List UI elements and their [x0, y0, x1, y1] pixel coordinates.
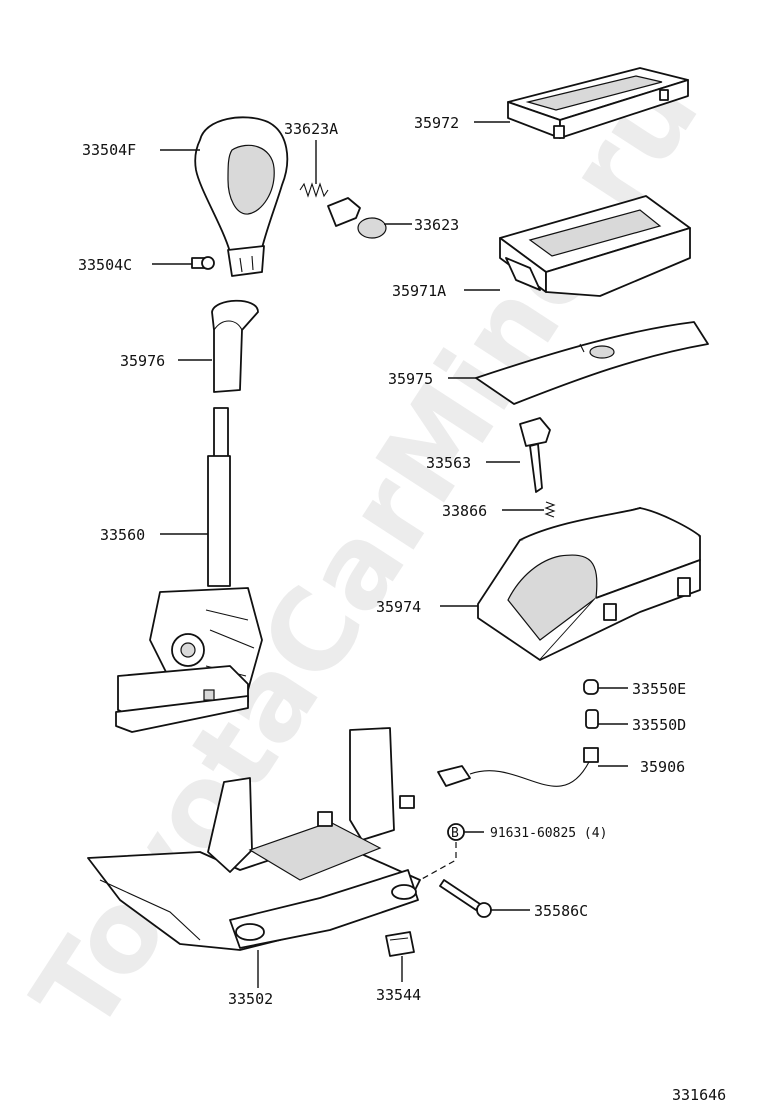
screw-drawing [191, 256, 215, 270]
diagram-number: 331646 [672, 1086, 726, 1104]
label-33560: 33560 [100, 526, 145, 544]
label-35976: 35976 [120, 352, 165, 370]
label-35975: 35975 [388, 370, 433, 388]
bulb-drawing [583, 679, 599, 729]
label-33550E: 33550E [632, 680, 686, 698]
label-33563: 33563 [426, 454, 471, 472]
label-35974: 35974 [376, 598, 421, 616]
indicator-plate-drawing [507, 67, 689, 139]
label-35971A: 35971A [392, 282, 446, 300]
harness-drawing [437, 747, 599, 787]
label-35586C: 35586C [534, 902, 588, 920]
nut-drawing [385, 931, 415, 957]
bolt-symbol-letter: B [451, 826, 459, 841]
shift-lever-drawing [115, 407, 263, 733]
button-spring-drawing [299, 182, 387, 239]
shift-base-drawing [87, 727, 421, 951]
label-33504F: 33504F [82, 141, 136, 159]
dust-cover-drawing [475, 321, 709, 405]
part-labels: 33504F 33623A 33623 33504C 35976 33560 3… [78, 114, 726, 1104]
pin-spring-drawing [544, 501, 556, 518]
label-33504C: 33504C [78, 256, 132, 274]
label-33866: 33866 [442, 502, 487, 520]
leader-lines [152, 121, 628, 988]
label-33623A: 33623A [284, 120, 338, 138]
pin-35586C-drawing [439, 879, 492, 918]
bolt-symbol: B [447, 823, 465, 841]
shift-knob-drawing [194, 116, 289, 277]
label-35972: 35972 [414, 114, 459, 132]
lock-pin-drawing [519, 417, 551, 493]
label-33550D: 33550D [632, 716, 686, 734]
sleeve-drawing [211, 299, 259, 393]
label-33502: 33502 [228, 990, 273, 1008]
label-91631-60825: 91631-60825 (4) [490, 826, 607, 841]
label-33544: 33544 [376, 986, 421, 1004]
upper-housing-drawing [499, 195, 691, 297]
label-33623: 33623 [414, 216, 459, 234]
lower-housing-drawing [477, 507, 701, 661]
label-35906: 35906 [640, 758, 685, 776]
